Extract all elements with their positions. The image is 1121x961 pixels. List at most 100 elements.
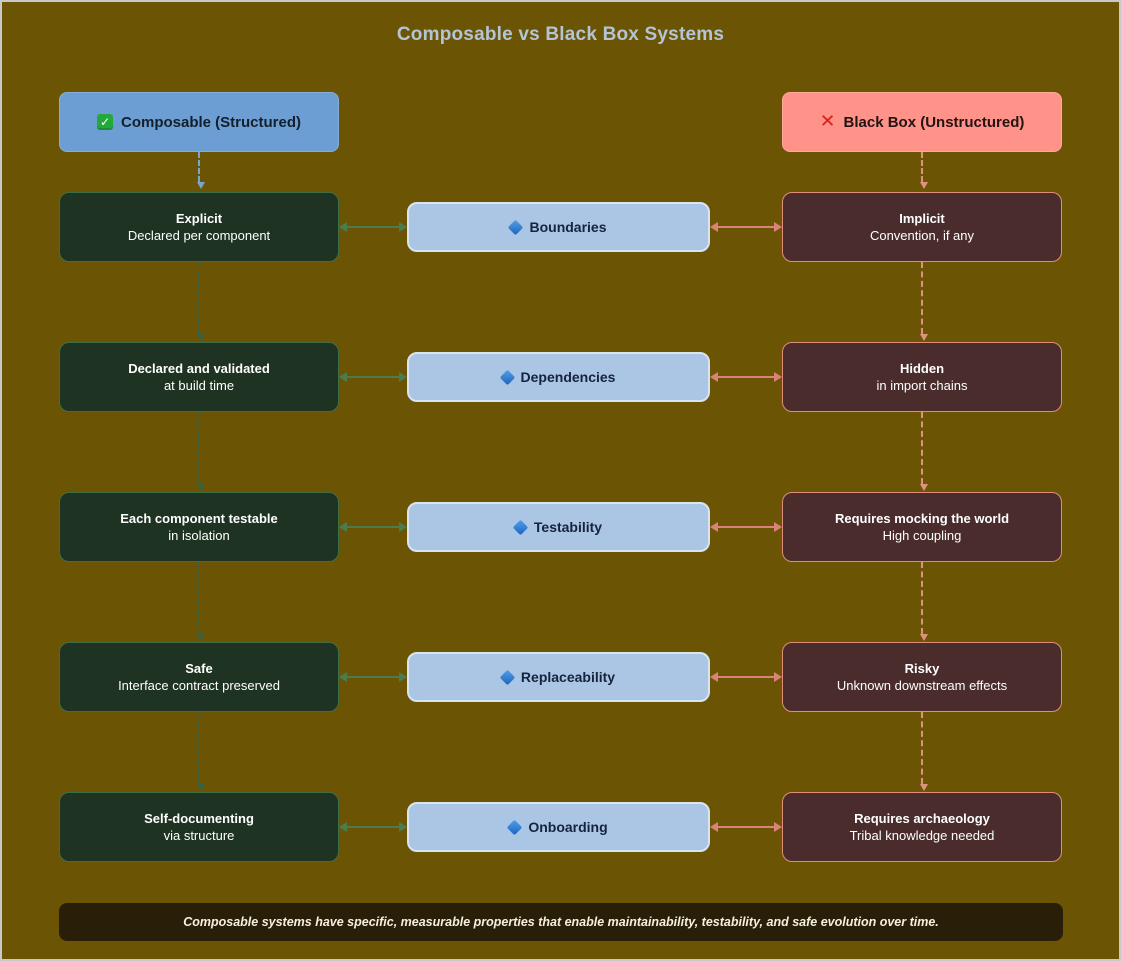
arrowhead-down-icon bbox=[197, 784, 205, 791]
node-subtitle: in isolation bbox=[168, 527, 230, 543]
composable-header-label: Composable (Structured) bbox=[120, 113, 301, 131]
arrowhead-right-icon bbox=[399, 822, 407, 832]
node-title: Declared and validated bbox=[128, 360, 270, 376]
comparison-row-onboarding: Self-documenting via structure Onboardin… bbox=[2, 792, 1119, 862]
property-node: Replaceability bbox=[407, 652, 710, 702]
diamond-icon bbox=[512, 519, 529, 535]
node-subtitle: Declared per component bbox=[127, 227, 271, 243]
arrowhead-down-icon bbox=[920, 182, 928, 189]
arrowhead-left-icon bbox=[710, 822, 718, 832]
node-title: Hidden bbox=[899, 360, 945, 376]
property-node: Boundaries bbox=[407, 202, 710, 252]
arrowhead-right-icon bbox=[774, 222, 782, 232]
composable-row-connector bbox=[197, 712, 205, 791]
node-subtitle: via structure bbox=[163, 827, 235, 843]
arrowhead-right-icon bbox=[399, 222, 407, 232]
blackbox-node: Hidden in import chains bbox=[782, 342, 1062, 412]
arrowhead-left-icon bbox=[710, 222, 718, 232]
arrowhead-left-icon bbox=[339, 372, 347, 382]
arrowhead-right-icon bbox=[774, 522, 782, 532]
arrowhead-left-icon bbox=[710, 522, 718, 532]
composable-node: Safe Interface contract preserved bbox=[59, 642, 339, 712]
node-subtitle: at build time bbox=[163, 377, 235, 393]
node-title: Self-documenting bbox=[144, 810, 254, 826]
arrowhead-down-icon bbox=[920, 334, 928, 341]
bidirectional-arrow-salmon bbox=[710, 671, 782, 683]
node-subtitle: Tribal knowledge needed bbox=[849, 827, 995, 843]
blackbox-row-connector bbox=[920, 712, 928, 791]
arrowhead-down-icon bbox=[197, 634, 205, 641]
node-title: Implicit bbox=[899, 210, 945, 226]
arrowhead-left-icon bbox=[339, 822, 347, 832]
check-icon: ✓ bbox=[96, 114, 113, 130]
property-label: Onboarding bbox=[528, 819, 608, 835]
comparison-row-replaceability: Safe Interface contract preserved Replac… bbox=[2, 642, 1119, 712]
cross-icon: ✕ bbox=[819, 111, 836, 132]
arrowhead-right-icon bbox=[399, 522, 407, 532]
composable-row-connector bbox=[197, 262, 205, 341]
blackbox-node: Implicit Convention, if any bbox=[782, 192, 1062, 262]
blackbox-row-connector bbox=[920, 262, 928, 341]
node-subtitle: Interface contract preserved bbox=[118, 677, 280, 693]
diamond-icon bbox=[499, 669, 516, 685]
footer-note: Composable systems have specific, measur… bbox=[59, 903, 1063, 941]
blackbox-row-connector bbox=[920, 562, 928, 641]
property-label: Boundaries bbox=[529, 219, 607, 235]
bidirectional-arrow-green bbox=[339, 521, 407, 533]
page-title: Composable vs Black Box Systems bbox=[396, 24, 725, 45]
bidirectional-arrow-green bbox=[339, 371, 407, 383]
bidirectional-arrow-green bbox=[339, 671, 407, 683]
arrowhead-down-icon bbox=[920, 784, 928, 791]
arrowhead-right-icon bbox=[774, 372, 782, 382]
composable-row-connector bbox=[197, 412, 205, 491]
composable-row-connector bbox=[197, 562, 205, 641]
node-subtitle: High coupling bbox=[882, 527, 962, 543]
bidirectional-arrow-salmon bbox=[710, 221, 782, 233]
arrowhead-down-icon bbox=[197, 334, 205, 341]
property-label: Testability bbox=[533, 519, 603, 535]
node-title: Requires mocking the world bbox=[834, 510, 1010, 526]
node-subtitle: in import chains bbox=[876, 377, 968, 393]
property-node: Dependencies bbox=[407, 352, 710, 402]
node-title: Risky bbox=[904, 660, 940, 676]
composable-header: ✓ Composable (Structured) bbox=[59, 92, 339, 152]
arrowhead-right-icon bbox=[399, 672, 407, 682]
arrowhead-right-icon bbox=[774, 672, 782, 682]
bidirectional-arrow-salmon bbox=[710, 371, 782, 383]
node-title: Explicit bbox=[175, 210, 223, 226]
node-title: Each component testable bbox=[120, 510, 278, 526]
blackbox-row-connector bbox=[920, 412, 928, 491]
comparison-row-dependencies: Declared and validated at build time Dep… bbox=[2, 342, 1119, 412]
arrowhead-down-icon bbox=[197, 182, 205, 189]
composable-node: Explicit Declared per component bbox=[59, 192, 339, 262]
arrowhead-down-icon bbox=[197, 484, 205, 491]
arrowhead-left-icon bbox=[339, 672, 347, 682]
blackbox-node: Requires mocking the world High coupling bbox=[782, 492, 1062, 562]
arrowhead-down-icon bbox=[920, 634, 928, 641]
arrowhead-right-icon bbox=[774, 822, 782, 832]
property-label: Dependencies bbox=[520, 369, 616, 385]
property-label: Replaceability bbox=[520, 669, 616, 685]
property-node: Testability bbox=[407, 502, 710, 552]
diamond-icon bbox=[499, 369, 515, 385]
arrowhead-left-icon bbox=[710, 372, 718, 382]
arrowhead-left-icon bbox=[710, 672, 718, 682]
bidirectional-arrow-salmon bbox=[710, 521, 782, 533]
footer-note-text: Composable systems have specific, measur… bbox=[183, 915, 939, 929]
composable-header-connector bbox=[197, 152, 205, 189]
bidirectional-arrow-salmon bbox=[710, 821, 782, 833]
arrowhead-left-icon bbox=[339, 522, 347, 532]
blackbox-header-label: Black Box (Unstructured) bbox=[843, 113, 1025, 131]
bidirectional-arrow-green bbox=[339, 821, 407, 833]
composable-node: Self-documenting via structure bbox=[59, 792, 339, 862]
node-subtitle: Convention, if any bbox=[869, 227, 975, 243]
blackbox-node: Risky Unknown downstream effects bbox=[782, 642, 1062, 712]
blackbox-node: Requires archaeology Tribal knowledge ne… bbox=[782, 792, 1062, 862]
composable-node: Each component testable in isolation bbox=[59, 492, 339, 562]
property-node: Onboarding bbox=[407, 802, 710, 852]
diamond-icon bbox=[508, 219, 524, 235]
comparison-row-boundaries: Explicit Declared per component Boundari… bbox=[2, 192, 1119, 262]
blackbox-header: ✕ Black Box (Unstructured) bbox=[782, 92, 1062, 152]
arrowhead-left-icon bbox=[339, 222, 347, 232]
